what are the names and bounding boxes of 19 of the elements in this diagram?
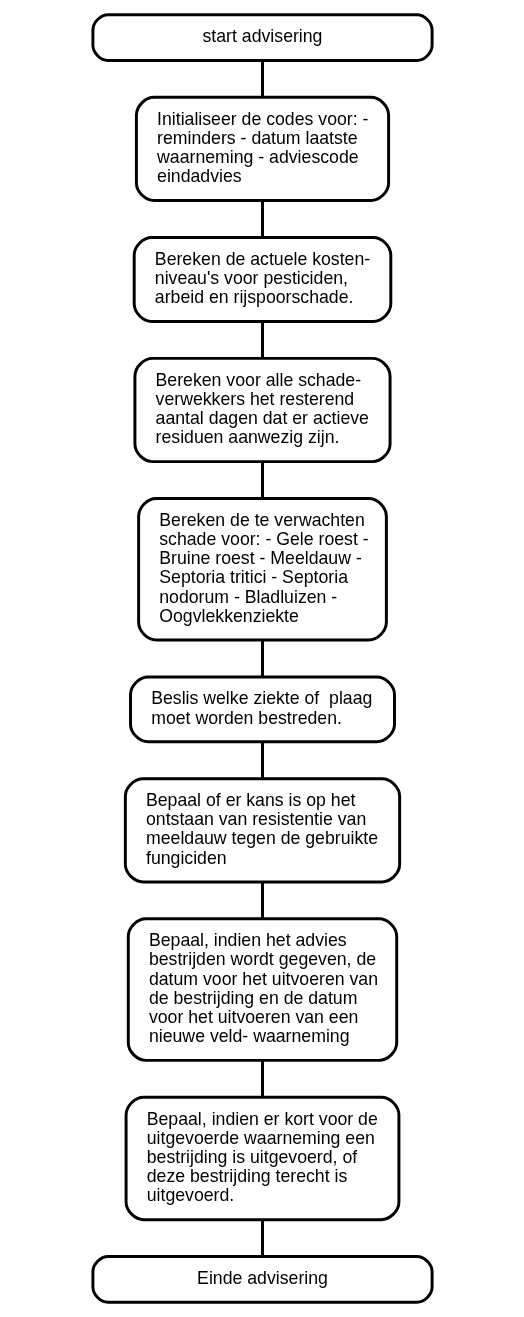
node-box: start advisering <box>90 13 434 62</box>
node-box: Bepaal of er kans is op het ontstaan van resistentie van meeldauw tegen de gebruikte fungiciden <box>123 777 401 884</box>
connector <box>260 60 264 97</box>
node-box: Bepaal, indien het advies bestrijden wordt gegeven, de datum voor het uitvoeren van de bestrijding en de datum voor het uitvoeren van een nieuwe veld- waarneming <box>126 917 398 1062</box>
connector <box>260 200 264 238</box>
node-box: Einde advisering <box>90 1255 434 1304</box>
connector <box>260 640 264 677</box>
node-box: Bereken de te verwachten schade voor: - Gele roest - Bruine roest - Meeldauw - Septoria tritici - Septoria nodorum - Bladluizen - Oogvlekkenziekte <box>136 497 388 642</box>
node-box: Bereken de actuele kosten- niveau's voor pesticiden, arbeid en rijspoorschade. <box>132 235 392 323</box>
node-box: Bepaal, indien er kort voor de uitgevoerde waarneming een bestrijding is uitgevoerd, of deze bestrijding terecht is uitgevoerd. <box>124 1095 400 1222</box>
node-box: Beslis welke ziekte of plaag moet worden bestreden. <box>128 675 396 744</box>
connector <box>260 1060 264 1098</box>
connector <box>260 882 264 919</box>
connector <box>260 461 264 499</box>
node-box: Initialiseer de codes voor: - reminders - datum laatste waarneming - adviescode eindadvies <box>134 95 390 203</box>
node-box: Bereken voor alle schade- verwekkers het resterend aantal dagen dat er actieve residuen aanwezig zijn. <box>132 356 392 464</box>
connector <box>260 742 264 779</box>
connector <box>260 322 264 359</box>
connector <box>260 1220 264 1257</box>
